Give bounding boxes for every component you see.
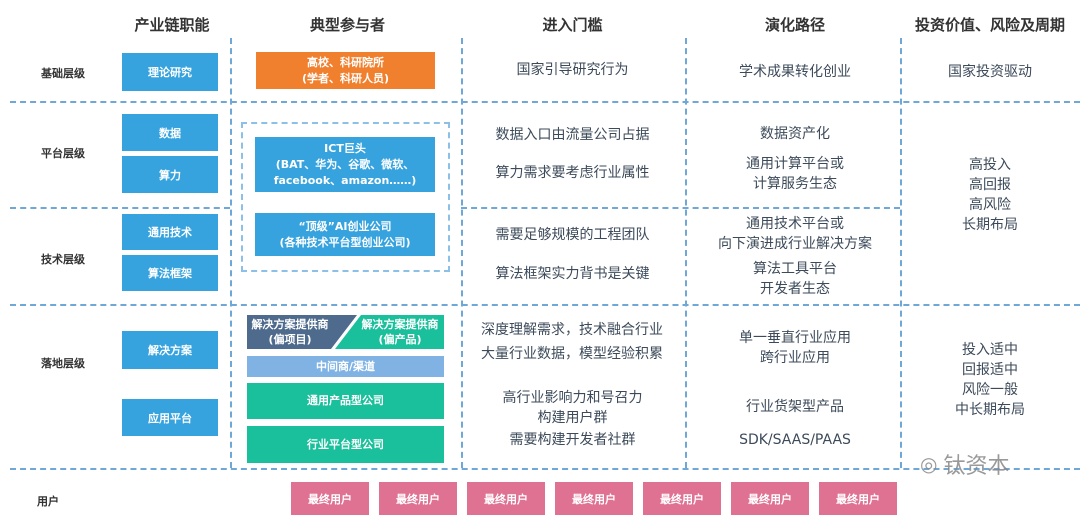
level-base: 基础层级 — [41, 67, 85, 80]
divider — [10, 101, 1080, 103]
divider — [900, 38, 902, 468]
divider — [10, 207, 230, 209]
function-data: 数据 — [122, 114, 218, 151]
participant-label: 高校、科研院所 — [307, 55, 384, 69]
evo-line: 行业货架型产品 — [746, 399, 844, 415]
divider — [10, 304, 1080, 306]
watermark-text: 钛资本 — [943, 454, 1010, 479]
participant-sub: (学者、科研人员) — [301, 71, 390, 85]
invest-landing: 投入适中回报适中风险一般中长期布局 — [900, 340, 1080, 420]
function-general-tech: 通用技术 — [122, 214, 218, 250]
sol-product-sub: (偏产品) — [378, 333, 422, 346]
evo-general-tech: 通用技术平台或向下演进成行业解决方案 — [690, 214, 900, 254]
function-theory: 理论研究 — [122, 53, 218, 91]
watermark: ◎ 钛资本 — [920, 448, 1009, 480]
end-user-box: 最终用户 — [819, 482, 897, 515]
entry-line: 大量行业数据，模型经验积累 — [481, 346, 663, 362]
participant-sub: (各种技术平台型创业公司) — [279, 235, 411, 249]
invest-line: 高回报 — [969, 177, 1011, 193]
divider — [461, 207, 900, 209]
evo-compute: 通用计算平台或计算服务生态 — [690, 154, 900, 194]
entry-line: 高行业影响力和号召力 — [502, 390, 643, 406]
entry-solution: 深度理解需求，技术融合行业大量行业数据，模型经验积累 — [462, 320, 682, 364]
participant-ict: ICT巨头 (BAT、华为、谷歌、微软、 facebook、amazon……) — [255, 137, 435, 192]
entry-data: 数据入口由流量公司占据 — [495, 127, 650, 143]
entry-algo: 算法框架实力背书是关键 — [495, 266, 650, 282]
participant-channel: 中间商/渠道 — [247, 356, 444, 377]
invest-line: 高投入 — [969, 157, 1011, 173]
entry-base: 国家引导研究行为 — [516, 62, 629, 78]
evo-algo: 算法工具平台开发者生态 — [690, 259, 900, 299]
entry-app: 高行业影响力和号召力构建用户群需要构建开发者社群 — [465, 388, 680, 450]
end-user-box: 最终用户 — [643, 482, 721, 515]
entry-line: 需要构建开发者社群 — [509, 432, 636, 448]
divider — [230, 38, 232, 468]
invest-line: 回报适中 — [962, 362, 1018, 378]
evo-line: 算法工具平台 — [753, 261, 837, 277]
level-landing: 落地层级 — [41, 357, 85, 370]
invest-line: 高风险 — [969, 197, 1011, 213]
level-platform: 平台层级 — [41, 147, 85, 160]
evo-solution: 单一垂直行业应用跨行业应用 — [690, 328, 900, 368]
evo-app: 行业货架型产品 SDK/SAAS/PAAS — [690, 397, 900, 450]
evo-base: 学术成果转化创业 — [739, 64, 851, 80]
evo-line: 通用计算平台或 — [746, 156, 844, 172]
evo-line: SDK/SAAS/PAAS — [739, 432, 851, 448]
invest-base: 国家投资驱动 — [948, 64, 1032, 80]
sol-project-label: 解决方案提供商 — [251, 318, 329, 331]
invest-line: 风险一般 — [962, 382, 1018, 398]
solution-split-shape — [247, 315, 444, 349]
level-user: 用户 — [37, 495, 59, 508]
invest-line: 投入适中 — [962, 342, 1018, 358]
function-algo: 算法框架 — [122, 255, 218, 291]
evo-line: 跨行业应用 — [760, 350, 830, 366]
end-user-box: 最终用户 — [555, 482, 633, 515]
divider — [461, 38, 463, 468]
sol-product-label: 解决方案提供商 — [361, 318, 439, 331]
participant-label: “顶级”AI创业公司 — [298, 219, 392, 233]
end-user-box: 最终用户 — [379, 482, 457, 515]
evo-line: 通用技术平台或 — [746, 216, 844, 232]
function-solution: 解决方案 — [122, 331, 218, 369]
evo-line: 向下演进成行业解决方案 — [718, 236, 872, 252]
end-user-box: 最终用户 — [731, 482, 809, 515]
evo-data: 数据资产化 — [760, 126, 830, 142]
function-app-platform: 应用平台 — [122, 399, 218, 436]
header-evolution: 演化路径 — [764, 16, 825, 34]
invest-line: 长期布局 — [962, 217, 1018, 233]
wechat-icon: ◎ — [920, 452, 938, 476]
participant-univ: 高校、科研院所 (学者、科研人员) — [256, 52, 435, 89]
function-compute: 算力 — [122, 156, 218, 193]
participant-label: ICT巨头 — [324, 141, 366, 155]
participant-sub: (BAT、华为、谷歌、微软、 — [275, 157, 415, 171]
participant-general-product: 通用产品型公司 — [247, 383, 444, 419]
participant-sub: facebook、amazon……) — [273, 173, 417, 187]
divider — [685, 38, 687, 468]
ict-ai-group — [241, 122, 450, 272]
sol-project-sub: (偏项目) — [268, 333, 312, 346]
level-tech: 技术层级 — [41, 253, 85, 266]
evo-line: 单一垂直行业应用 — [739, 330, 851, 346]
participant-ai: “顶级”AI创业公司 (各种技术平台型创业公司) — [255, 213, 435, 256]
header-invest: 投资价值、风险及周期 — [914, 16, 1065, 34]
solution-providers: 解决方案提供商 (偏项目) 解决方案提供商 (偏产品) — [247, 315, 444, 349]
header-participants: 典型参与者 — [309, 16, 385, 34]
entry-general-tech: 需要足够规模的工程团队 — [495, 227, 650, 243]
participant-industry-platform: 行业平台型公司 — [247, 426, 444, 463]
evo-line: 计算服务生态 — [753, 176, 837, 192]
evo-line: 开发者生态 — [760, 281, 830, 297]
invest-mid: 高投入高回报高风险长期布局 — [900, 155, 1080, 235]
end-user-box: 最终用户 — [291, 482, 369, 515]
header-function: 产业链职能 — [134, 16, 210, 34]
entry-compute: 算力需求要考虑行业属性 — [495, 165, 650, 181]
entry-line: 深度理解需求，技术融合行业 — [481, 322, 663, 338]
invest-line: 中长期布局 — [955, 402, 1025, 418]
entry-line: 构建用户群 — [537, 410, 608, 426]
header-entry: 进入门槛 — [542, 16, 603, 34]
end-user-box: 最终用户 — [467, 482, 545, 515]
divider — [10, 468, 1080, 470]
